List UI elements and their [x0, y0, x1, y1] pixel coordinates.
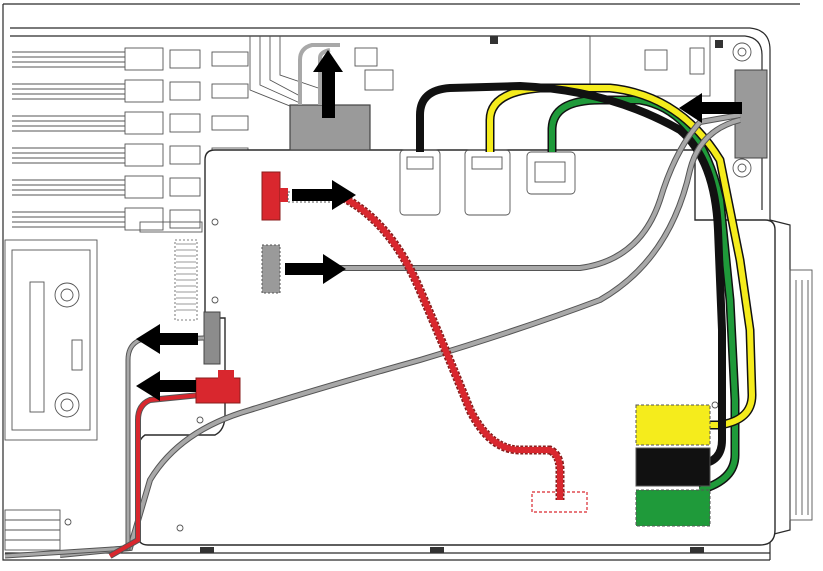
black-cable [416, 81, 726, 468]
arrow-left-icon [136, 371, 196, 401]
arrow-up-icon [313, 50, 343, 118]
yellow-connector [635, 404, 711, 446]
drive-slot-rows [12, 47, 249, 231]
black-connector [635, 447, 711, 487]
heatsink-ribs [176, 243, 196, 311]
chassis-frame [2, 3, 813, 561]
arrows [136, 50, 742, 401]
fan-connector-red [195, 370, 241, 404]
drive-slot [12, 79, 249, 103]
system-board-top [249, 35, 768, 178]
arrow-right-icon [285, 254, 346, 284]
fan-module [4, 239, 98, 551]
cables [4, 43, 757, 559]
drive-slot [12, 111, 249, 135]
gray-connector [261, 244, 281, 294]
green-connector [635, 489, 711, 527]
arrow-right-icon [292, 180, 356, 210]
arrow-left-icon [679, 93, 742, 123]
fan-connector-gray [203, 311, 221, 365]
drive-slot [12, 47, 249, 71]
red-destination [531, 491, 588, 513]
tray-holes [176, 218, 719, 553]
gray-cable-top-bundle [298, 43, 340, 105]
arrow-left-icon [136, 324, 198, 354]
right-side-rail [789, 269, 813, 521]
drive-bay [12, 47, 249, 321]
